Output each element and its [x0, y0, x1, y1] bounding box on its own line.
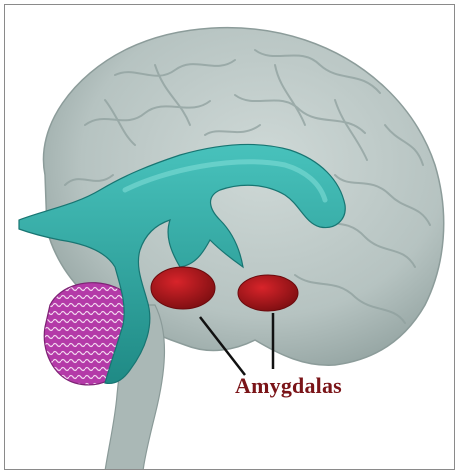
amygdalas-label: Amygdalas — [235, 373, 342, 399]
brain-illustration — [5, 5, 455, 470]
amygdala-left — [151, 267, 215, 309]
figure-frame: Amygdalas — [4, 4, 455, 470]
amygdala-right — [238, 275, 298, 311]
